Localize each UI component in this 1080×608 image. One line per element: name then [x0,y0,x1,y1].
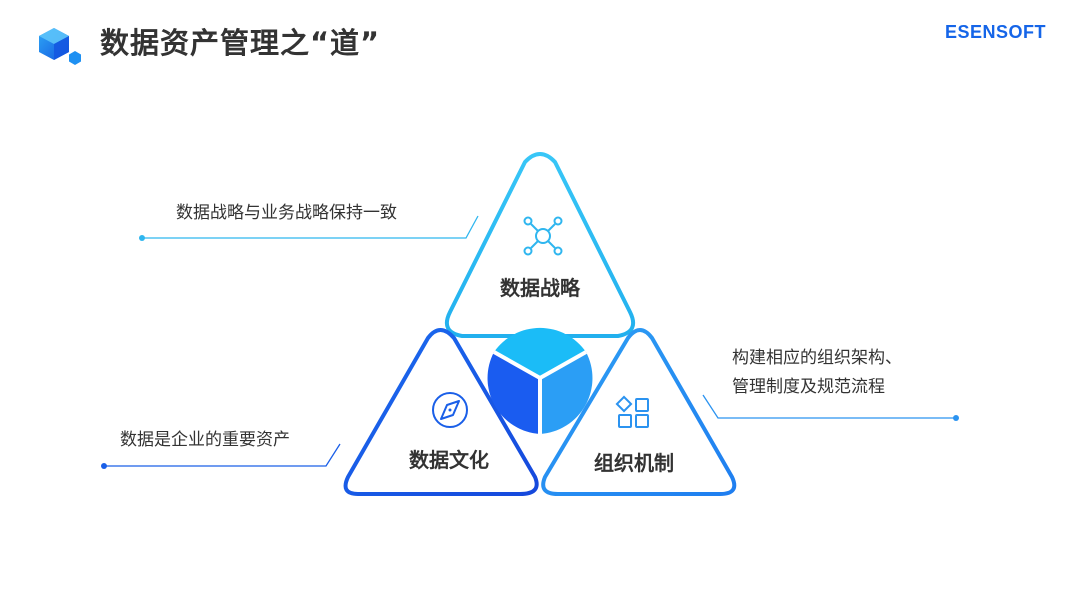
network-nodes-icon [523,216,563,256]
section-label-strategy: 数据战略 [500,276,580,300]
brand-logo: ESENSOFT [944,22,1046,42]
cube-logo-icon [39,28,81,65]
leader-line-organization [702,394,959,421]
strategy-triangle [445,152,635,338]
annotation-strategy: 数据战略与业务战略保持一致 [176,199,397,228]
annotation-organization: 构建相应的组织架构、 管理制度及规范流程 [732,344,902,402]
annotation-culture-line-1: 数据是企业的重要资产 [120,430,290,450]
page-title: 数据资产管理之“道” [100,26,381,60]
annotation-culture: 数据是企业的重要资产 [120,426,290,455]
leader-line-strategy [139,215,479,241]
center-core [487,327,593,436]
leader-line-culture [101,443,341,469]
section-label-organization: 组织机制 [594,451,674,475]
center-segment-top [494,327,586,378]
section-label-culture: 数据文化 [409,448,489,472]
annotation-strategy-line-1: 数据战略与业务战略保持一致 [176,203,397,223]
compass-icon [432,392,468,428]
culture-triangle [343,328,539,496]
apps-grid-icon [615,395,649,428]
annotation-organization-line-1: 构建相应的组织架构、 [732,348,902,368]
annotation-organization-line-2: 管理制度及规范流程 [732,377,885,397]
